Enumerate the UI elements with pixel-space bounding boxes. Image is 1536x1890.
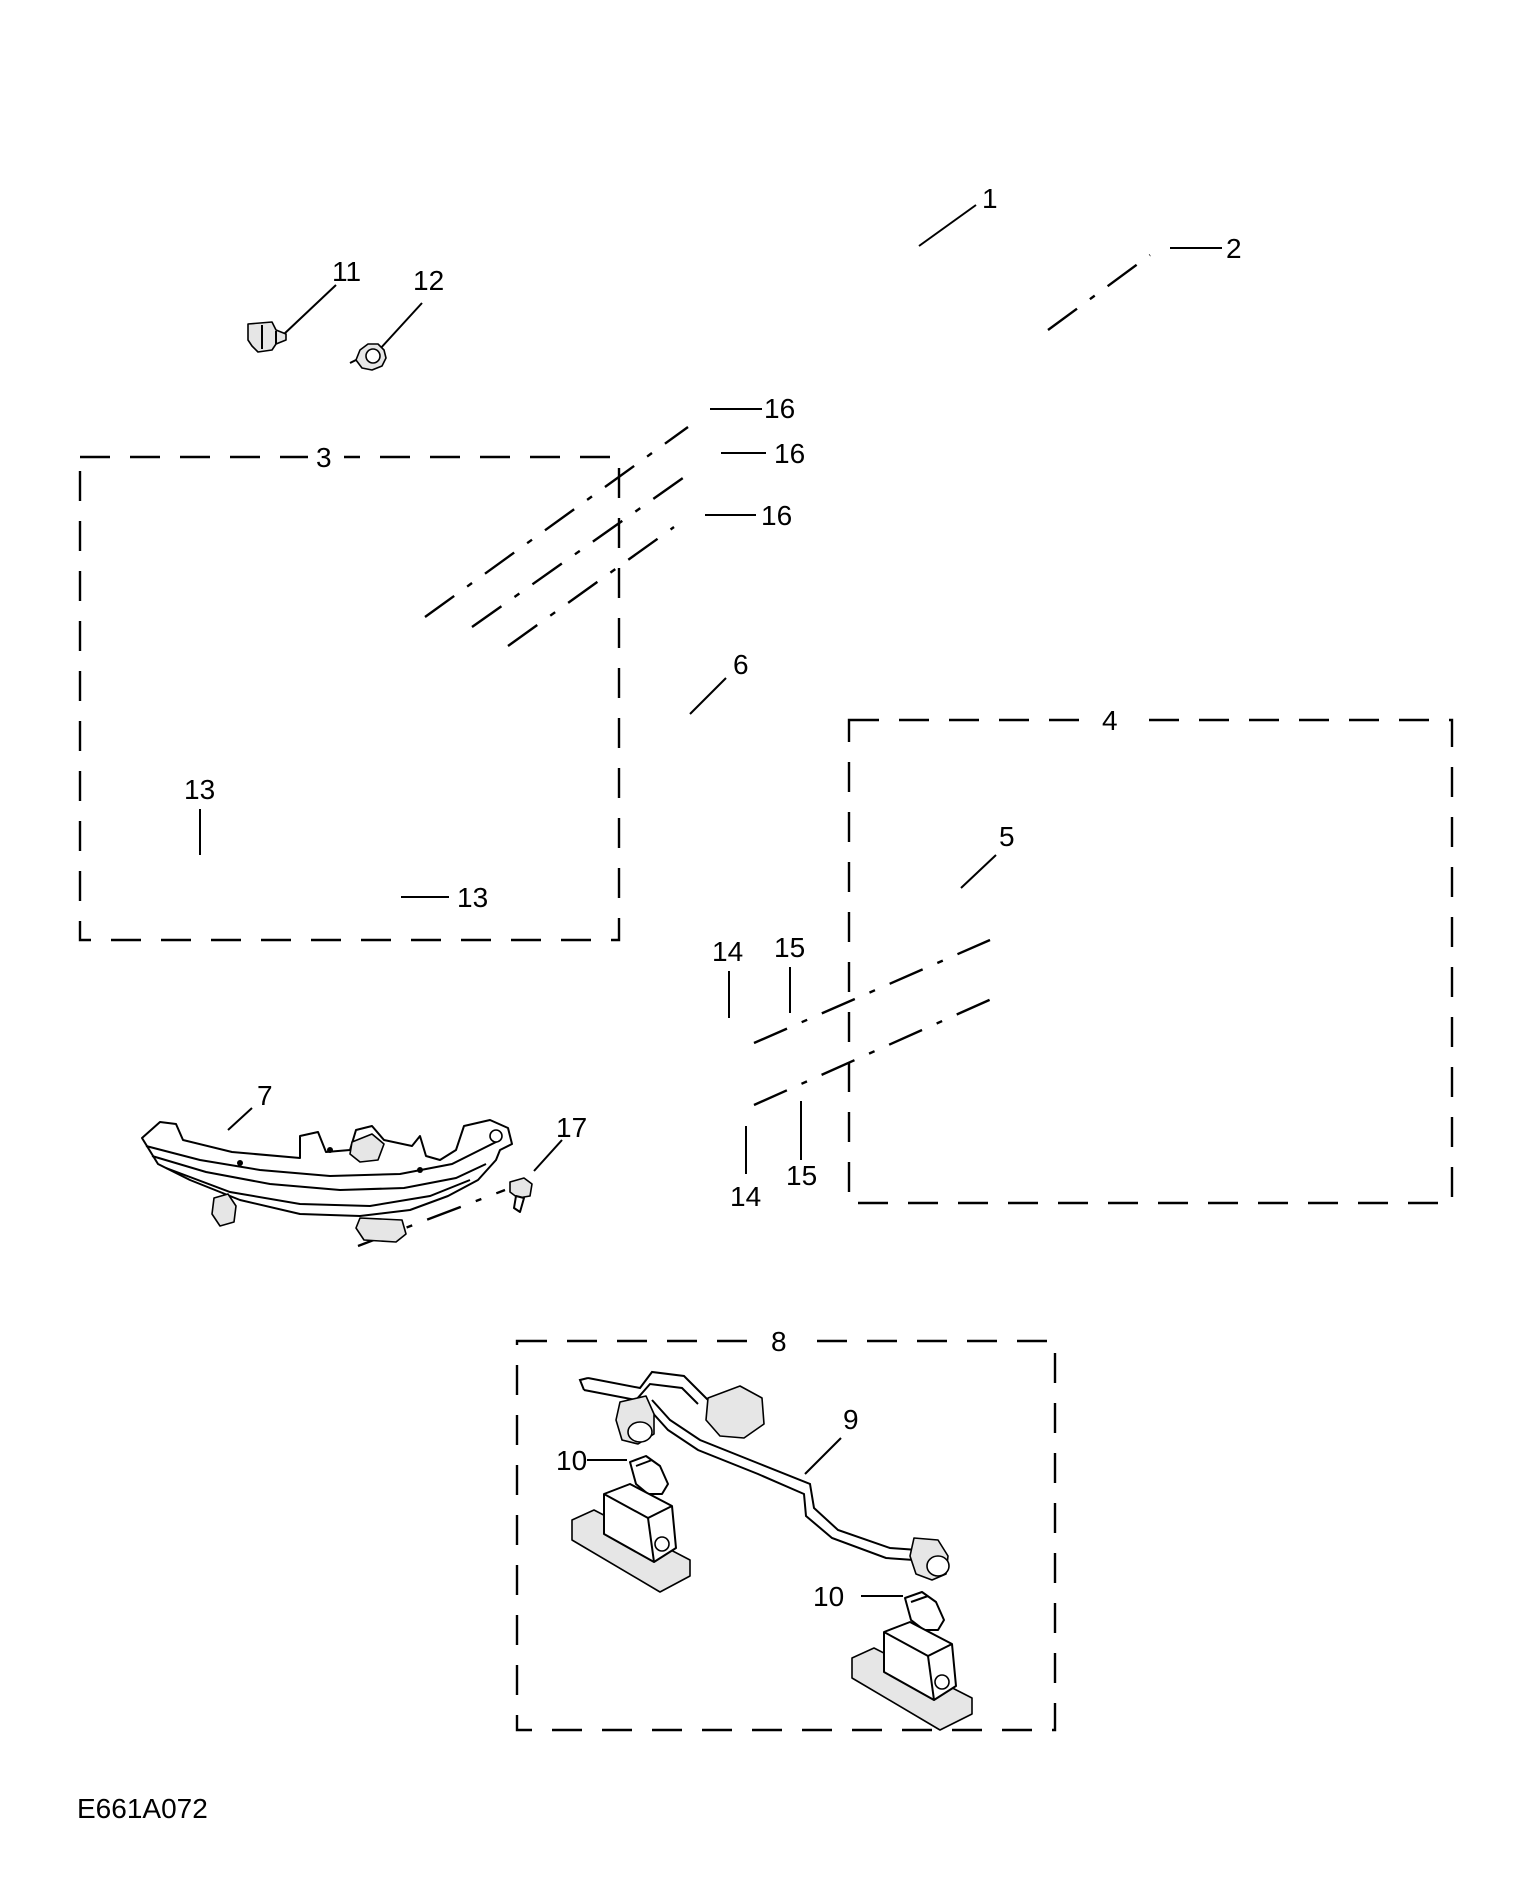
callout-10-right: 10 (813, 1581, 844, 1612)
callout-10-left: 10 (556, 1445, 587, 1476)
callout-16-top: 16 (764, 393, 795, 424)
callout-labels: 1 2 3 4 5 6 7 8 9 10 10 11 12 13 13 14 1… (184, 183, 1242, 1612)
leader-lines (199, 204, 1222, 1597)
callout-13-bottom: 13 (457, 882, 488, 913)
callout-6: 6 (733, 649, 749, 680)
dash-dot-lines (357, 254, 1151, 1248)
bulb-10-left-icon (629, 1455, 669, 1495)
callout-11: 11 (332, 256, 361, 287)
callout-4: 4 (1102, 705, 1118, 736)
callout-15-top: 15 (774, 932, 805, 963)
wiring-harness-9-icon (578, 1370, 950, 1581)
callout-14-top: 14 (712, 936, 743, 967)
group-box-4 (847, 718, 1454, 1205)
bulb-10-right-icon (904, 1591, 945, 1631)
callout-16-middle: 16 (774, 438, 805, 469)
group-box-8 (515, 1339, 1057, 1732)
clip-11-icon (247, 321, 287, 353)
callout-13-top: 13 (184, 774, 215, 805)
lamp-assembly-7-icon (141, 1119, 513, 1243)
licence-lamp-right-icon (851, 1621, 973, 1731)
callout-16-bottom: 16 (761, 500, 792, 531)
callout-9: 9 (843, 1404, 859, 1435)
callout-5: 5 (999, 821, 1015, 852)
callout-8: 8 (771, 1326, 787, 1357)
screw-17-icon (509, 1177, 533, 1213)
callout-2: 2 (1226, 233, 1242, 264)
group-box-3 (78, 455, 621, 942)
callout-14-bottom: 14 (730, 1181, 761, 1212)
figure-code: E661A072 (77, 1793, 208, 1824)
callout-17: 17 (556, 1112, 587, 1143)
callout-7: 7 (257, 1080, 273, 1111)
callout-3: 3 (316, 442, 332, 473)
licence-lamp-left-icon (571, 1483, 691, 1593)
callout-12: 12 (413, 265, 444, 296)
push-nut-12-icon (349, 343, 387, 371)
callout-15-bottom: 15 (786, 1160, 817, 1191)
callout-1: 1 (982, 183, 998, 214)
